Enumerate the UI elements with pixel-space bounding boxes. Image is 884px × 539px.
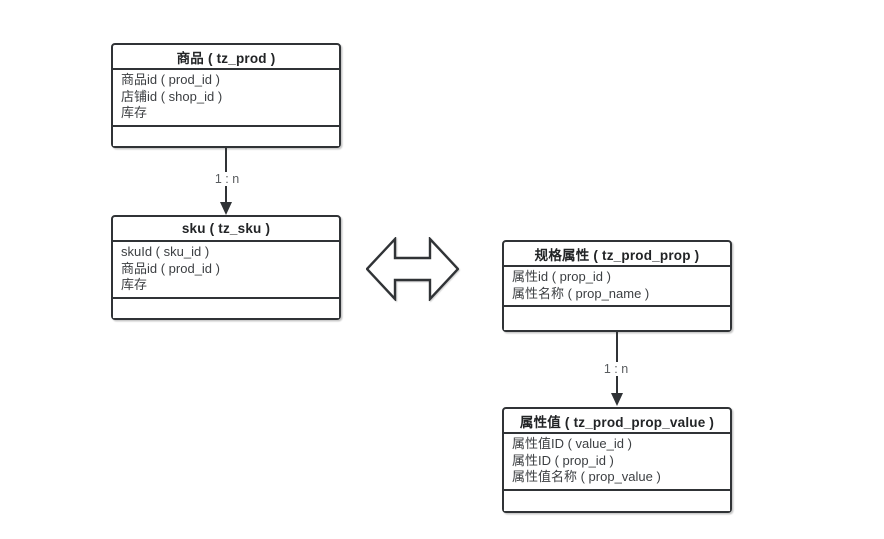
table-row: 属性值ID ( value_id ) bbox=[512, 436, 632, 451]
table-row: skuId ( sku_id ) bbox=[121, 244, 210, 259]
table-fields: 属性值ID ( value_id ) 属性ID ( prop_id ) 属性值名… bbox=[504, 434, 730, 491]
entity-table-prod-prop: 规格属性 ( tz_prod_prop ) 属性id ( prop_id ) 属… bbox=[502, 240, 732, 332]
table-row: 属性ID ( prop_id ) bbox=[512, 452, 614, 468]
entity-table-sku: sku ( tz_sku ) skuId ( sku_id ) 商品id ( p… bbox=[111, 215, 341, 320]
table-title: 商品 ( tz_prod ) bbox=[113, 45, 339, 70]
entity-table-prod-prop-value: 属性值 ( tz_prod_prop_value ) 属性值ID ( value… bbox=[502, 407, 732, 513]
double-arrow-icon bbox=[366, 237, 459, 301]
table-row: 商品id ( prod_id ) bbox=[121, 72, 220, 87]
arrowhead-down-icon bbox=[220, 202, 232, 215]
table-title: 属性值 ( tz_prod_prop_value ) bbox=[504, 409, 730, 434]
table-empty-section bbox=[113, 298, 339, 318]
table-row: 库存 bbox=[121, 105, 148, 120]
table-row: 库存 bbox=[121, 277, 148, 292]
table-empty-section bbox=[504, 490, 730, 511]
table-empty-section bbox=[113, 126, 339, 146]
table-row: 店铺id ( shop_id ) bbox=[121, 88, 223, 104]
entity-table-prod: 商品 ( tz_prod ) 商品id ( prod_id ) 店铺id ( s… bbox=[111, 43, 341, 148]
table-fields: skuId ( sku_id ) 商品id ( prod_id ) 库存 bbox=[113, 242, 339, 299]
cardinality-label: 1 : n bbox=[210, 172, 244, 186]
table-title: 规格属性 ( tz_prod_prop ) bbox=[504, 242, 730, 267]
table-fields: 商品id ( prod_id ) 店铺id ( shop_id ) 库存 bbox=[113, 70, 339, 127]
table-row: 属性名称 ( prop_name ) bbox=[512, 285, 650, 301]
table-row: 属性值名称 ( prop_value ) bbox=[512, 469, 661, 484]
arrowhead-down-icon bbox=[611, 393, 623, 406]
cardinality-label: 1 : n bbox=[599, 362, 633, 376]
table-empty-section bbox=[504, 307, 730, 330]
table-title: sku ( tz_sku ) bbox=[113, 217, 339, 242]
table-fields: 属性id ( prop_id ) 属性名称 ( prop_name ) bbox=[504, 267, 730, 307]
table-row: 商品id ( prod_id ) bbox=[121, 260, 220, 276]
table-row: 属性id ( prop_id ) bbox=[512, 269, 611, 284]
